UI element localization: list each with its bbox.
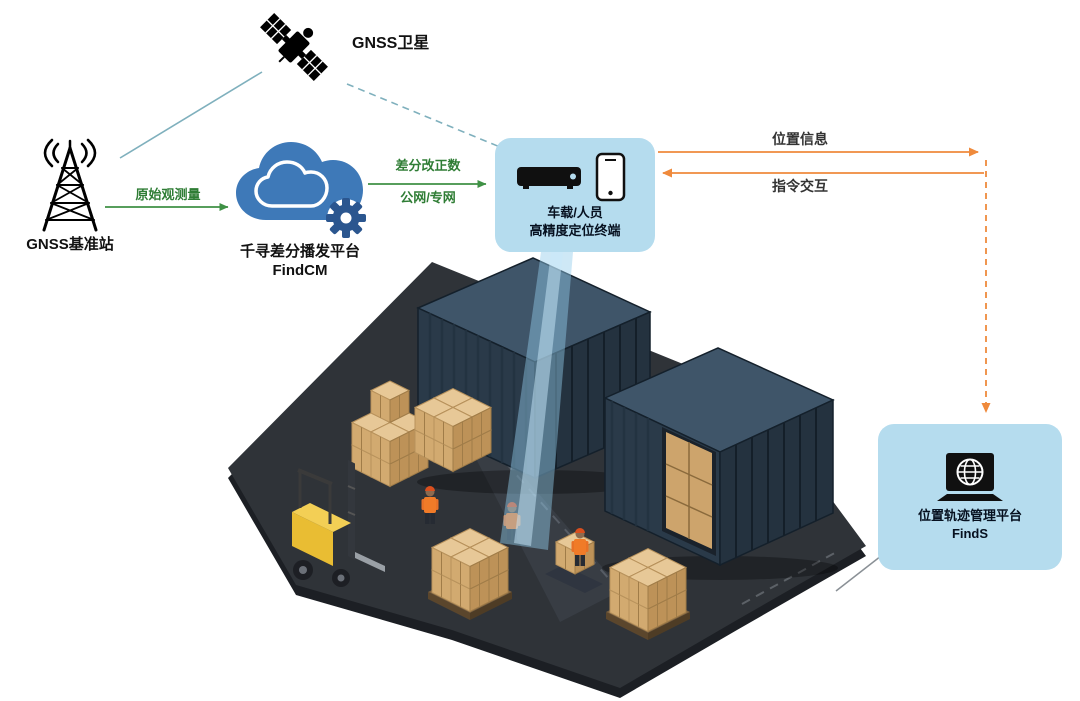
management-platform-node: 位置轨迹管理平台 FindS xyxy=(878,424,1062,570)
link-satellite-to-terminal xyxy=(346,83,501,148)
laptop-globe-icon xyxy=(931,451,1009,507)
receiver-device-icon xyxy=(517,167,581,190)
positioning-beam xyxy=(500,252,573,550)
position-info-label: 位置信息 xyxy=(772,131,828,147)
command-interaction-label: 指令交互 xyxy=(772,178,828,194)
radio-tower-icon xyxy=(42,138,98,232)
cloud-gear-icon xyxy=(236,142,366,238)
box-stack-right xyxy=(606,548,690,640)
terminal-label-line2: 高精度定位终端 xyxy=(529,223,621,238)
cloud-platform-product: FindCM xyxy=(272,262,328,279)
satellite-label: GNSS卫星 xyxy=(352,35,430,52)
raw-observation-label: 原始观测量 xyxy=(135,187,201,202)
terminal-node: 车载/人员 高精度定位终端 xyxy=(495,138,655,252)
box-stack-center xyxy=(428,528,512,620)
base-station-label: GNSS基准站 xyxy=(26,236,114,253)
smartphone-icon xyxy=(595,153,626,202)
link-satellite-to-station xyxy=(119,71,263,159)
management-platform-name: 位置轨迹管理平台 xyxy=(917,508,1022,524)
terminal-label-line1: 车载/人员 xyxy=(547,205,603,221)
warehouse-scene-illustration xyxy=(228,252,866,698)
management-platform-product: FindS xyxy=(951,526,989,541)
differential-correction-label-line1: 差分改正数 xyxy=(395,158,461,173)
forklift xyxy=(292,460,385,587)
cloud-platform-name: 千寻差分播发平台 xyxy=(239,243,360,260)
lane-marking xyxy=(741,549,841,605)
finds-callout-tail xyxy=(835,555,882,592)
terminal-icons xyxy=(515,150,635,204)
satellite-icon xyxy=(260,13,328,81)
link-position-info-arrow xyxy=(658,147,991,413)
ground-top xyxy=(228,262,866,688)
gear-icon xyxy=(326,198,366,238)
differential-correction-label-line2: 公网/专网 xyxy=(400,190,456,205)
